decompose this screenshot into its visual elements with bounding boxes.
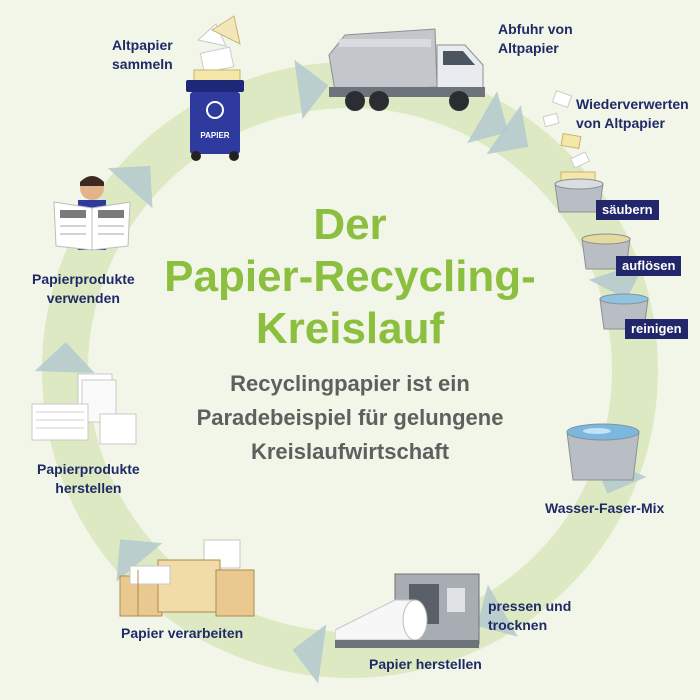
water-tub-icon [566,423,640,481]
falling-paper-icon [542,89,591,169]
cycle-arrow-10 [467,91,509,144]
step-reuse-line-2: von Altpapier [576,115,665,131]
title-line-1: Der [313,200,387,249]
cycle-arrow-5 [292,624,327,684]
step-make-label: Papier herstellen [369,656,482,672]
step-collect-label: Altpapier sammeln [112,36,173,74]
subtitle-line-1: Recyclingpapier ist ein [230,371,470,396]
step-press-line-1: pressen und [488,598,572,614]
step-haul-label: Abfuhr von Altpapier [498,20,573,58]
paper-bin-icon: PAPIER [186,15,244,161]
cycle-arrow-4 [476,584,518,637]
step-collect-line-2: sammeln [112,56,173,72]
step-haul-line-1: Abfuhr von [498,21,573,37]
cycle-arrow-6 [116,539,163,582]
step-process-label: Papier verarbeiten [121,625,244,641]
tag-clean: säubern [596,200,659,220]
cycle-arrow-8 [107,165,153,209]
tag-dissolve: auflösen [616,256,682,276]
paper-machine-icon [335,573,480,648]
paper-stack-icon [31,373,137,445]
newspaper-reader-icon [53,176,131,251]
cycle-arrow-7 [34,342,95,374]
step-press-label: pressen und trocknen [488,597,571,635]
step-use-line-1: Papierprodukte [32,271,135,287]
subtitle-line-2: Paradebeispiel für gelungene [196,405,504,430]
step-reuse-label: Wiederverwerten von Altpapier [576,95,689,133]
boxes-icon [119,539,255,617]
cycle-arrows [34,59,647,684]
step-produce-line-1: Papierprodukte [37,461,140,477]
step-mix-label: Wasser-Faser-Mix [545,500,665,516]
step-produce-line-2: herstellen [55,480,122,496]
step-produce-label: Papierprodukte herstellen [37,460,140,498]
title-line-2: Papier-Recycling- [164,252,536,301]
step-use-label: Papierprodukte verwenden [32,270,135,308]
truck-icon [328,28,485,111]
subtitle-line-3: Kreislaufwirtschaft [250,439,450,464]
step-reuse-line-1: Wiederverwerten [576,96,689,112]
step-use-line-2: verwenden [46,290,120,306]
tub-clean-icon [554,171,604,213]
bin-label: PAPIER [200,131,229,140]
cycle-arrow-9 [294,59,329,120]
step-collect-line-1: Altpapier [112,37,173,53]
step-press-line-2: trocknen [488,617,548,633]
tag-purify: reinigen [625,319,688,339]
step-haul-line-2: Altpapier [498,40,559,56]
title-line-3: Kreislauf [255,304,445,353]
